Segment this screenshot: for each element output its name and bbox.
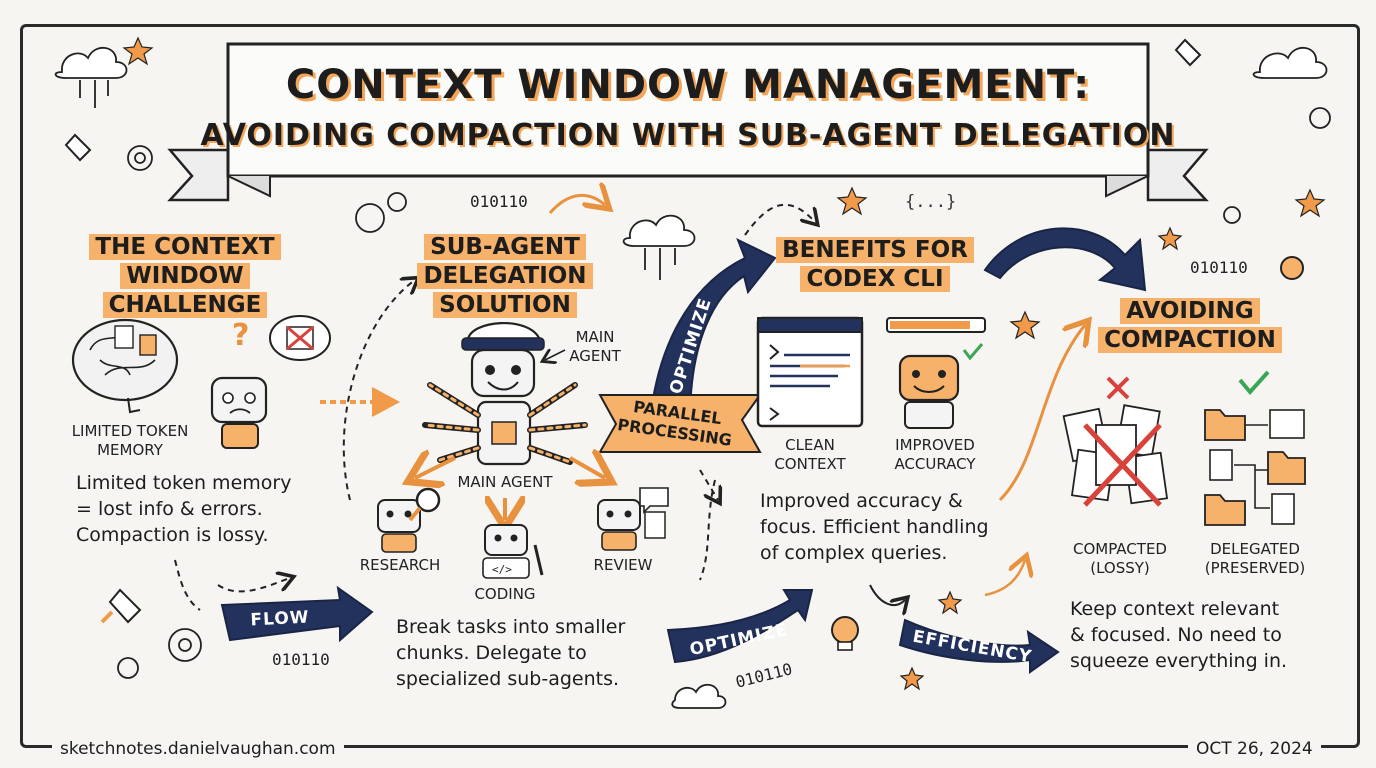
terminal-icon [756, 316, 864, 428]
coding-robot-icon: </> [482, 524, 544, 579]
title-banner [167, 42, 1209, 202]
svg-text:?: ? [232, 318, 249, 353]
sad-robot-icon: ? [210, 315, 331, 449]
flow-band [220, 585, 374, 643]
main-agent-label: MAIN AGENT [457, 473, 553, 491]
efficiency-band [898, 618, 1060, 674]
star-icons [122, 36, 1326, 691]
benefits-text: Improved accuracy & focus. Efficient han… [760, 490, 989, 564]
page-title: CONTEXT WINDOW MANAGEMENT: [285, 62, 1091, 108]
flow-label: FLOW [249, 607, 310, 631]
delegated-label: DELEGATED (PRESERVED) [1204, 540, 1306, 577]
main-agent-robot [422, 321, 588, 466]
avoiding-heading: AVOIDING COMPACTION [1095, 297, 1285, 355]
rocket-icon [64, 38, 1202, 624]
avoiding-text: Keep context relevant & focused. No need… [1070, 598, 1288, 672]
challenge-text: Limited token memory = lost info & error… [76, 472, 292, 546]
footer-website: sketchnotes.danielvaughan.com [52, 739, 344, 759]
review-robot-icon [597, 487, 669, 551]
lightbulb-icon [831, 256, 1304, 651]
benefits-heading: BENEFITS FOR CODEX CLI [770, 236, 980, 294]
sub-agent-research-label: RESEARCH [359, 556, 441, 574]
sub-agent-coding-label: CODING [474, 585, 536, 603]
solution-heading: SUB-AGENT DELEGATION SOLUTION [400, 233, 610, 320]
limited-token-memory-label: LIMITED TOKEN MEMORY [71, 422, 189, 459]
challenge-heading-text: THE CONTEXT WINDOW CHALLENGE [89, 234, 281, 318]
main-agent-callout: MAIN AGENT [569, 328, 621, 365]
avoiding-heading-text: AVOIDING COMPACTION [1098, 298, 1282, 353]
clean-context-label: CLEAN CONTEXT [774, 436, 846, 473]
compacted-documents-icon [1062, 376, 1169, 507]
binary-label: 010110 [1190, 258, 1248, 277]
challenge-heading: THE CONTEXT WINDOW CHALLENGE [50, 233, 320, 320]
sketch-frame [20, 24, 1360, 748]
code-braces-label: {...} [905, 192, 957, 212]
binary-label: 010110 [272, 650, 330, 669]
improved-accuracy-label: IMPROVED ACCURACY [894, 436, 976, 473]
svg-text:</>: </> [492, 563, 512, 576]
solution-text: Break tasks into smaller chunks. Delegat… [396, 616, 626, 690]
decorative-doodles [54, 47, 1331, 709]
happy-robot-icon [886, 317, 986, 429]
binary-label: 010110 [470, 192, 528, 211]
delegated-folders-icon [1204, 370, 1306, 526]
footer-date: OCT 26, 2024 [1188, 739, 1321, 759]
optimize-arrow [648, 237, 777, 421]
benefits-heading-text: BENEFITS FOR CODEX CLI [776, 237, 974, 292]
brain-icon [71, 318, 179, 414]
sub-agent-review-label: REVIEW [593, 556, 653, 574]
solution-heading-text: SUB-AGENT DELEGATION SOLUTION [417, 234, 593, 318]
page-subtitle: AVOIDING COMPACTION WITH SUB-AGENT DELEG… [200, 118, 1176, 153]
optimize-band [666, 589, 814, 664]
compacted-label: COMPACTED (LOSSY) [1073, 540, 1167, 577]
research-robot-icon [377, 487, 441, 553]
